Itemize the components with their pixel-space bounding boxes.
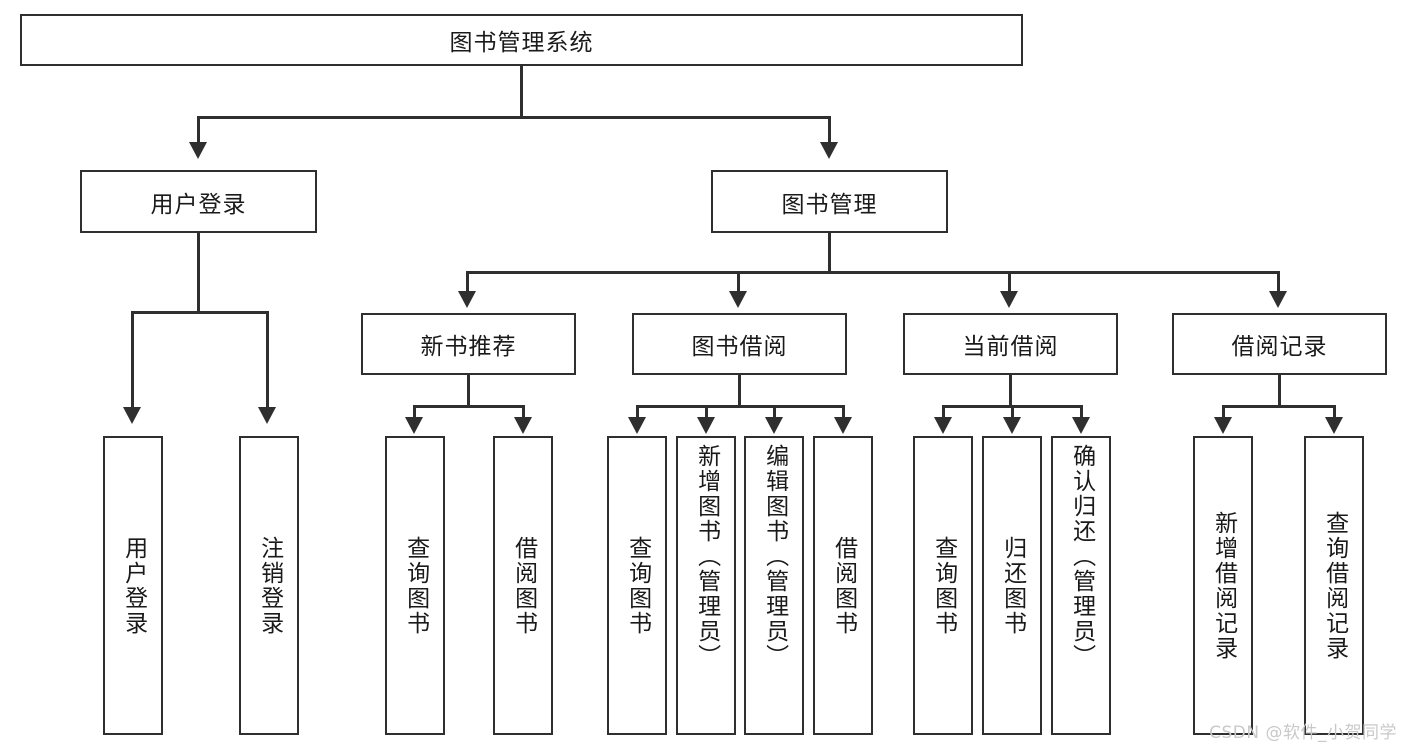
node-label: 确认归还（管理员） [1068,444,1095,669]
node-label: 当前借阅 [962,334,1059,360]
node-label: 新增图书（管理员） [693,444,720,669]
node-book-management[interactable]: 图书管理 [711,170,948,233]
connector-current-borrow-to-leaf-3 [1080,405,1083,419]
node-label: 归还图书 [999,535,1026,636]
connector-book-borrow-to-leaf-2 [705,405,708,419]
arrow-user-login-to-leaf-2 [258,407,276,424]
arrow-book-borrow-to-leaf-2 [697,417,715,434]
node-label: 借阅图书 [510,535,537,636]
node-label: 图书管理 [781,191,878,218]
connector-book-manage-stem [828,233,831,273]
connector-book-borrow-stem [738,375,741,407]
node-label: 借阅图书 [830,535,857,636]
connector-new-book-rec-to-leaf-1 [413,405,416,419]
connector-book-manage-to-book-borrow [737,271,740,293]
connector-root-to-book-manage [828,116,831,144]
arrow-book-manage-to-borrow-record [1269,291,1287,308]
connector-user-login-to-leaf-1 [131,311,134,409]
arrow-root-to-book-manage [820,142,838,159]
connector-book-borrow-bus [636,405,845,408]
node-label: 编辑图书（管理员） [761,444,788,669]
node-leaf-query-borrow-record[interactable]: 查询借阅记录 [1304,436,1364,735]
arrow-current-borrow-to-leaf-2 [1003,417,1021,434]
node-book-borrow[interactable]: 图书借阅 [632,313,847,375]
connector-book-manage-bus [466,271,1280,274]
connector-current-borrow-stem [1009,375,1012,407]
connector-user-login-bus [131,311,269,314]
connector-new-book-rec-stem [467,375,470,407]
arrow-new-book-rec-to-leaf-2 [514,417,532,434]
connector-user-login-stem [197,233,200,313]
arrow-book-manage-to-new-book-rec [458,291,476,308]
node-leaf-user-login[interactable]: 用户登录 [103,436,163,735]
connector-new-book-rec-bus [413,405,525,408]
connector-book-manage-to-new-book-rec [466,271,469,293]
arrow-user-login-to-leaf-1 [123,407,141,424]
arrow-borrow-record-to-leaf-2 [1325,417,1343,434]
arrow-current-borrow-to-leaf-1 [934,417,952,434]
connector-book-borrow-to-leaf-1 [636,405,639,419]
connector-book-manage-to-current-borrow [1008,271,1011,293]
node-label: 注销登录 [256,535,283,636]
node-leaf-add-book-admin[interactable]: 新增图书（管理员） [676,436,736,735]
arrow-root-to-user-login [189,142,207,159]
node-leaf-borrow-book-new-rec[interactable]: 借阅图书 [493,436,553,735]
node-label: 新增借阅记录 [1210,510,1237,661]
arrow-book-borrow-to-leaf-1 [628,417,646,434]
node-leaf-add-borrow-record[interactable]: 新增借阅记录 [1193,436,1253,735]
node-leaf-logout-login[interactable]: 注销登录 [239,436,299,735]
connector-current-borrow-to-leaf-2 [1011,405,1014,419]
node-root-book-management-system[interactable]: 图书管理系统 [20,14,1023,66]
arrow-book-manage-to-current-borrow [1000,291,1018,308]
node-leaf-query-book-current[interactable]: 查询图书 [913,436,973,735]
node-label: 图书管理系统 [449,30,594,56]
node-leaf-query-book-new-rec[interactable]: 查询图书 [385,436,445,735]
node-leaf-return-book[interactable]: 归还图书 [982,436,1042,735]
node-label: 新书推荐 [420,334,517,360]
node-current-borrow[interactable]: 当前借阅 [903,313,1118,375]
connector-current-borrow-to-leaf-1 [942,405,945,419]
node-label: 查询图书 [624,535,651,636]
arrow-book-manage-to-book-borrow [729,291,747,308]
connector-borrow-record-stem [1278,375,1281,407]
arrow-borrow-record-to-leaf-1 [1214,417,1232,434]
node-leaf-borrow-book-borrow[interactable]: 借阅图书 [813,436,873,735]
node-label: 用户登录 [150,191,247,218]
connector-root-bus [197,116,831,119]
connector-new-book-rec-to-leaf-2 [522,405,525,419]
node-leaf-query-book-borrow[interactable]: 查询图书 [607,436,667,735]
node-label: 查询借阅记录 [1321,510,1348,661]
node-borrow-record[interactable]: 借阅记录 [1172,313,1387,375]
node-new-book-recommend[interactable]: 新书推荐 [361,313,576,375]
connector-root-to-user-login [197,116,200,144]
node-leaf-confirm-return-admin[interactable]: 确认归还（管理员） [1051,436,1111,735]
connector-book-borrow-to-leaf-3 [773,405,776,419]
node-label: 借阅记录 [1231,334,1328,360]
node-label: 查询图书 [930,535,957,636]
connector-borrow-record-to-leaf-2 [1333,405,1336,419]
connector-borrow-record-to-leaf-1 [1222,405,1225,419]
csdn-watermark: CSDN @软件_小贺同学 [1209,723,1397,743]
arrow-book-borrow-to-leaf-4 [834,417,852,434]
connector-user-login-to-leaf-2 [266,311,269,409]
connector-book-borrow-to-leaf-4 [842,405,845,419]
arrow-current-borrow-to-leaf-3 [1072,417,1090,434]
node-label: 用户登录 [120,535,147,636]
node-leaf-edit-book-admin[interactable]: 编辑图书（管理员） [744,436,804,735]
connector-root-stem [520,66,523,116]
node-label: 图书借阅 [691,334,788,360]
connector-borrow-record-bus [1222,405,1336,408]
node-user-login[interactable]: 用户登录 [80,170,317,233]
node-label: 查询图书 [402,535,429,636]
arrow-new-book-rec-to-leaf-1 [405,417,423,434]
connector-book-manage-to-borrow-record [1277,271,1280,293]
arrow-book-borrow-to-leaf-3 [765,417,783,434]
